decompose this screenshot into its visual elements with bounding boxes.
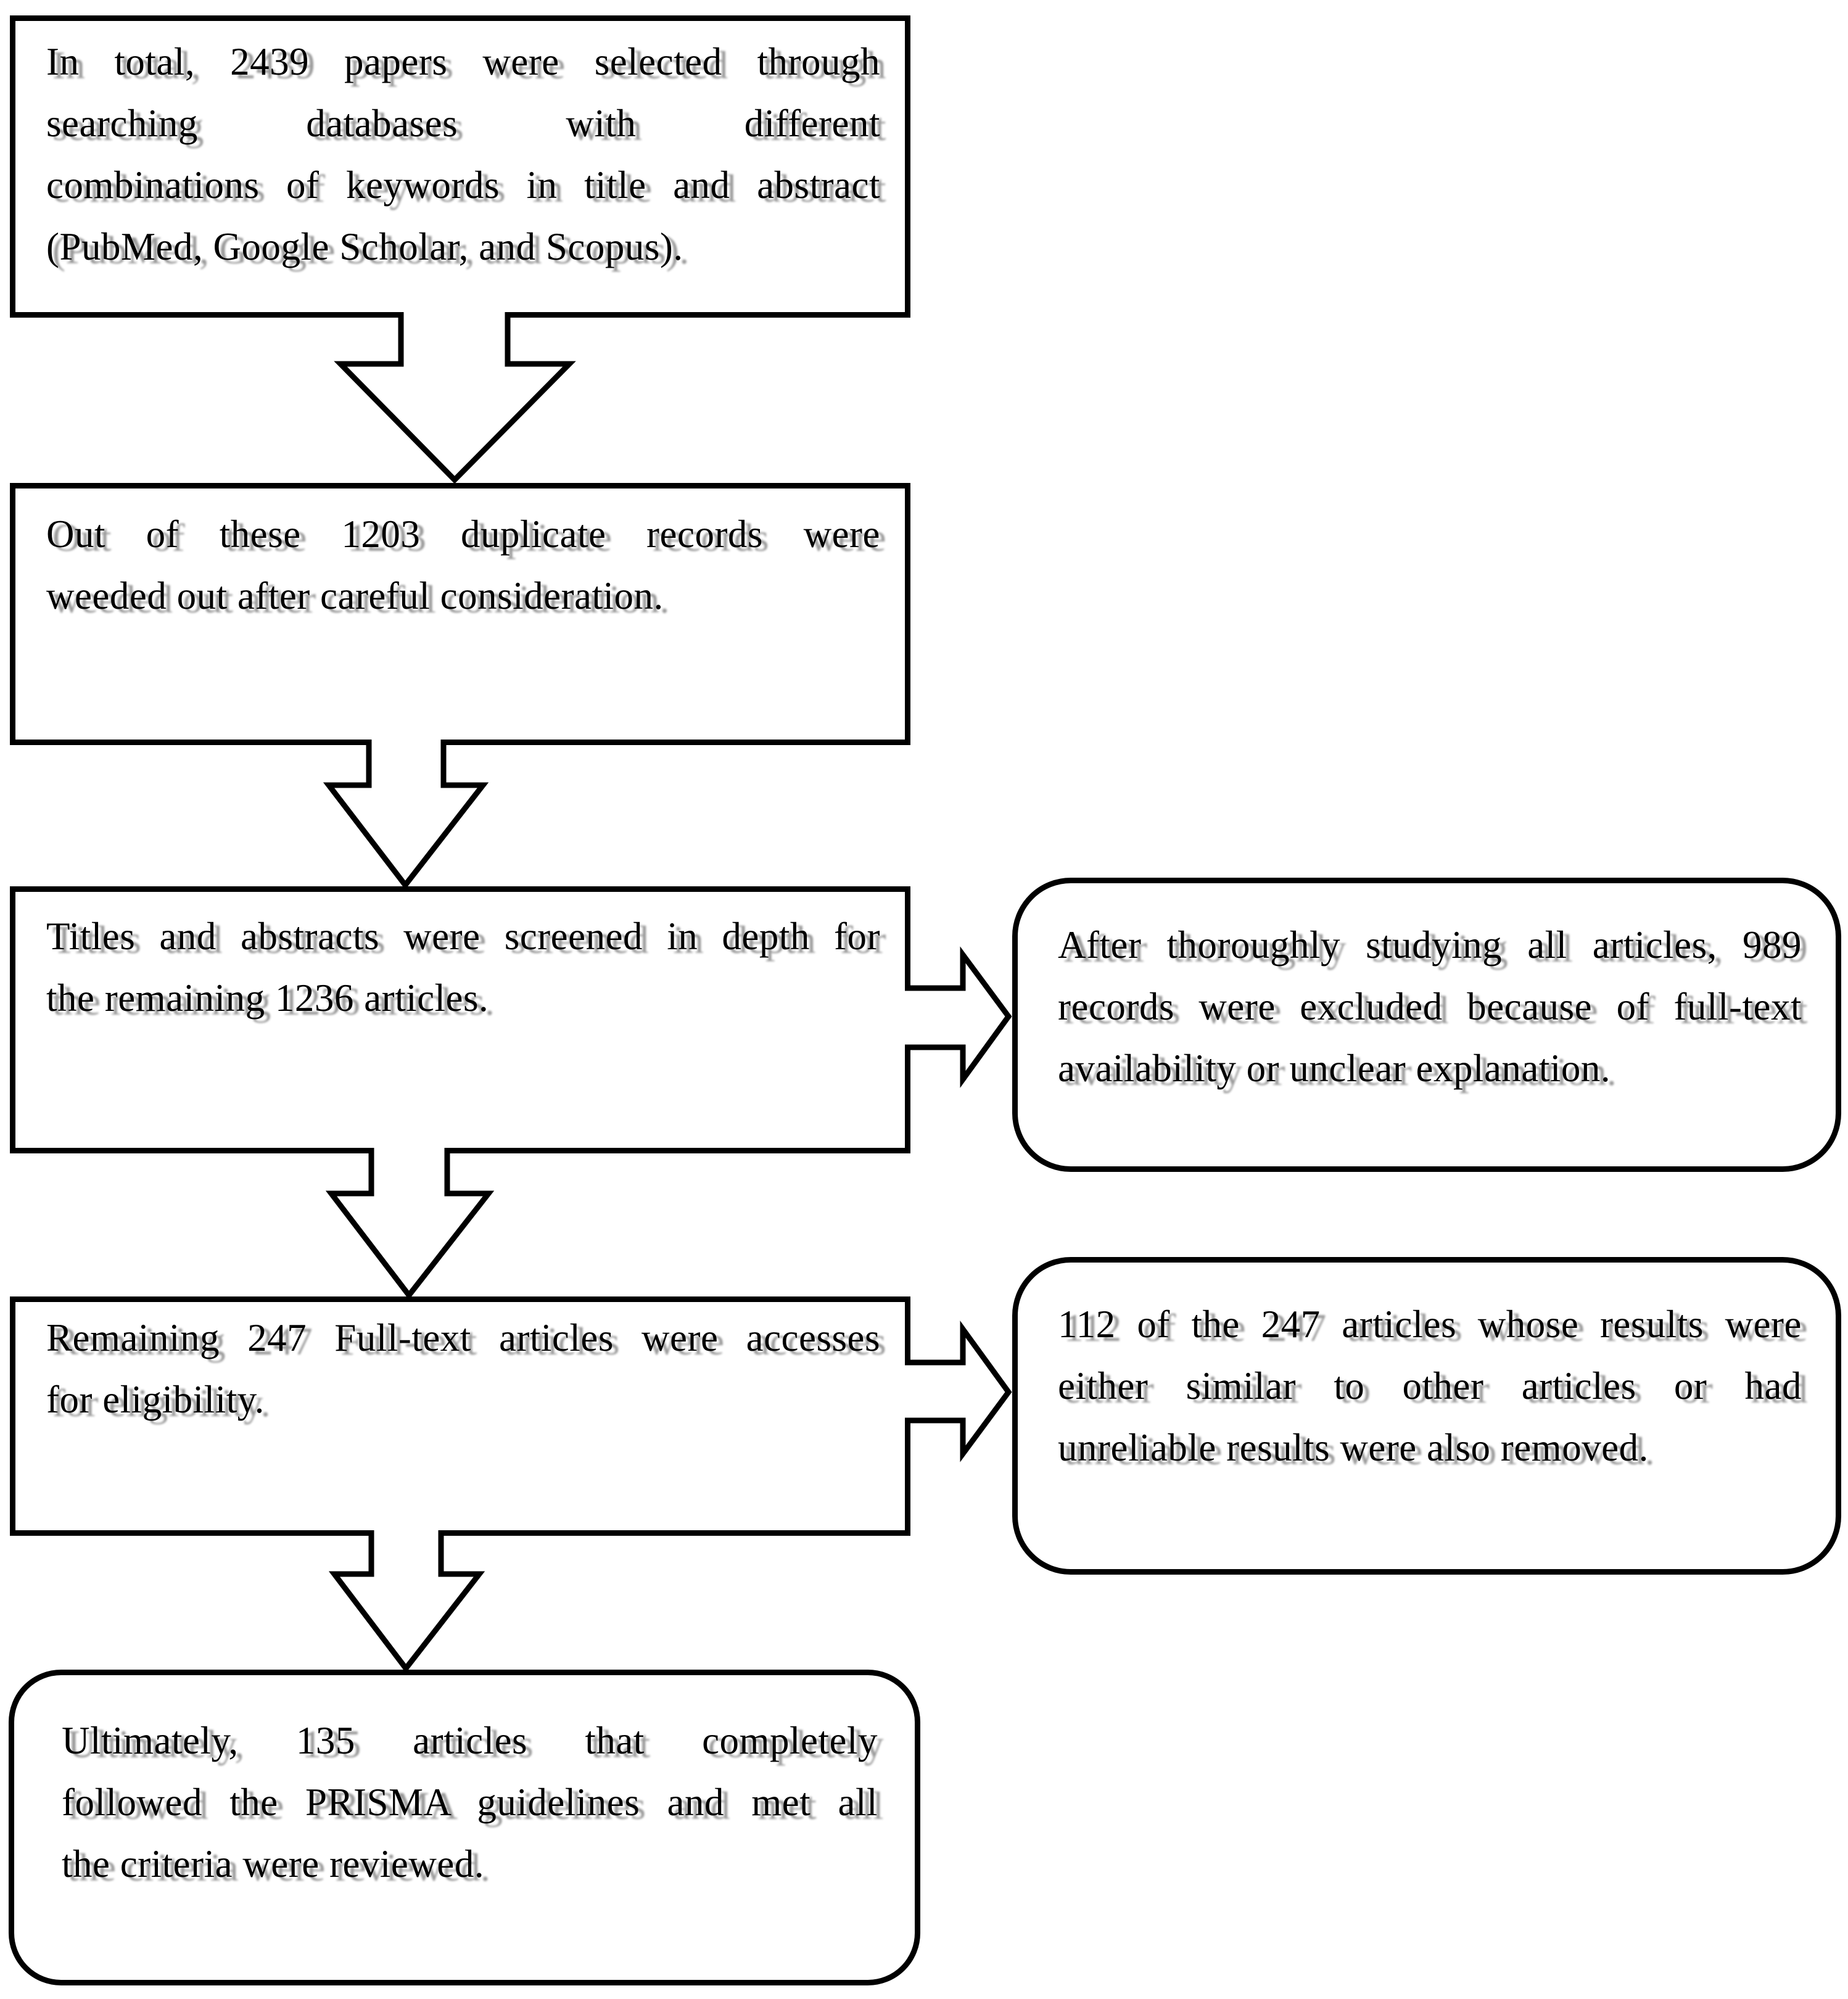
box-text-line: Remaining 247 Full-text articles were ac…	[46, 1316, 880, 1359]
flow-box-screening: Titles and abstracts were screened in de…	[10, 886, 910, 1153]
down-arrow-icon	[325, 1148, 495, 1300]
box-text-line: searching databases with different	[46, 102, 880, 145]
right-arrow-icon	[905, 946, 1012, 1088]
box-text-line: combinations of keywords in title and ab…	[46, 163, 880, 207]
box-text-line: 112 of the 247 articles whose results we…	[1058, 1303, 1802, 1346]
box-text-line: After thoroughly studying all articles, …	[1058, 923, 1802, 967]
down-arrow-icon	[323, 740, 489, 890]
box-text-line: Out of these 1203 duplicate records were	[46, 513, 880, 556]
box-text-line: either similar to other articles or had	[1058, 1364, 1802, 1408]
box-text-line: Ultimately, 135 articles that completely	[62, 1719, 878, 1762]
box-text-line: In total, 2439 papers were selected thro…	[46, 40, 880, 83]
flow-box-initial-search: In total, 2439 papers were selected thro…	[10, 15, 910, 318]
box-text-line: Titles and abstracts were screened in de…	[46, 915, 880, 958]
flow-box-duplicates-removed: Out of these 1203 duplicate records were…	[10, 483, 910, 745]
flow-box-fulltext-eligibility: Remaining 247 Full-text articles were ac…	[10, 1296, 910, 1536]
box-text-line: the criteria were reviewed.	[62, 1842, 485, 1886]
box-text-line: records were excluded because of full-te…	[1058, 985, 1802, 1028]
right-arrow-icon	[905, 1321, 1012, 1462]
box-text-line: the remaining 1236 articles.	[46, 976, 489, 1020]
down-arrow-icon	[328, 1530, 485, 1673]
flow-box-final-included: Ultimately, 135 articles that completely…	[9, 1670, 920, 1985]
box-text-line: followed the PRISMA guidelines and met a…	[62, 1781, 878, 1824]
box-text-line: weeded out after careful consideration.	[46, 574, 664, 617]
down-arrow-icon	[334, 312, 576, 484]
box-text-line: (PubMed, Google Scholar, and Scopus).	[46, 225, 683, 268]
flow-sidebox-excluded-989: After thoroughly studying all articles, …	[1012, 878, 1841, 1172]
box-text-line: unreliable results were also removed.	[1058, 1426, 1649, 1469]
flow-sidebox-removed-112: 112 of the 247 articles whose results we…	[1012, 1257, 1841, 1575]
box-text-line: availability or unclear explanation.	[1058, 1047, 1611, 1090]
box-text-line: for eligibility.	[46, 1378, 265, 1421]
